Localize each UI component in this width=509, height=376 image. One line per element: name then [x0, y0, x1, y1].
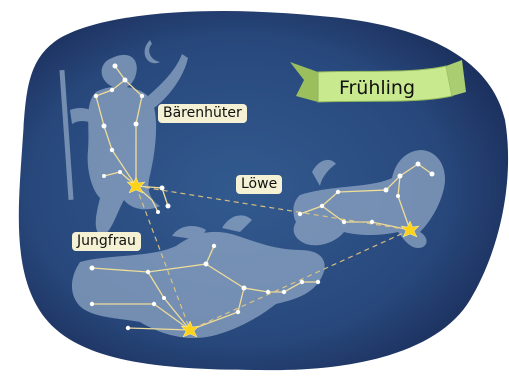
- label-baerenhueter: Bärenhüter: [158, 104, 247, 123]
- label-loewe: Löwe: [236, 175, 282, 194]
- label-jungfrau: Jungfrau: [72, 232, 141, 251]
- season-title: Frühling: [318, 76, 436, 100]
